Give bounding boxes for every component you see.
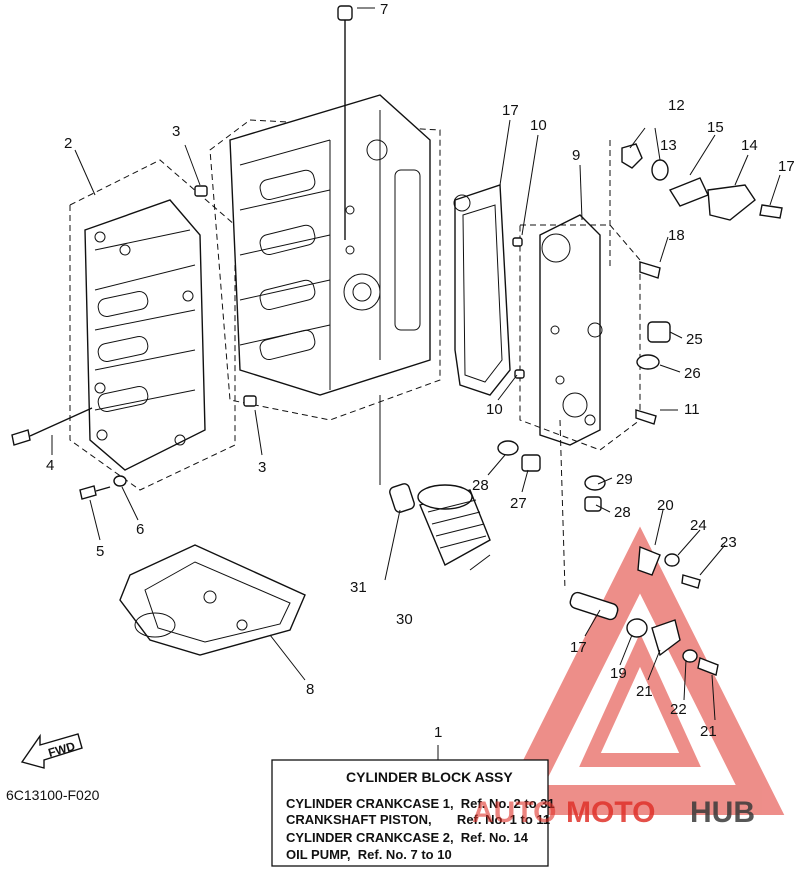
callout-29-left: 28	[472, 477, 489, 494]
callout-10-bottom: 10	[486, 401, 503, 418]
callout-13: 13	[660, 137, 677, 154]
callout-31: 31	[350, 579, 367, 596]
callout-28-right: 28	[614, 504, 631, 521]
oil-filter-part	[389, 483, 491, 566]
leader-lines	[51, 7, 781, 760]
callout-10-top: 10	[530, 117, 547, 134]
fwd-arrow-icon: FWD	[20, 733, 83, 769]
callout-11: 11	[684, 401, 700, 418]
callout-30: 30	[396, 611, 413, 628]
gasket-16-part	[453, 184, 511, 396]
diagram-code: 6C13100-F020	[6, 787, 100, 803]
watermark-hub: HUB	[690, 796, 755, 829]
small-fittings-28-29-part	[497, 440, 606, 512]
callout-7: 7	[380, 1, 388, 18]
oil-pump-cover-part	[519, 214, 641, 451]
callout-26: 25	[686, 331, 703, 348]
callout-25: 24	[690, 517, 707, 534]
watermark-text: AUTO MOTO HUB	[472, 796, 755, 829]
callout-16: 17	[502, 102, 519, 119]
legend-line-4: OIL PUMP, Ref. No. 7 to 10	[286, 847, 452, 862]
callout-8: 8	[306, 681, 314, 698]
fitting-12-part	[621, 143, 783, 279]
callout-21: 20	[657, 497, 674, 514]
callout-3-top: 3	[172, 123, 180, 140]
callout-24: 23	[720, 534, 737, 551]
callout-17-left: 18	[668, 227, 685, 244]
callout-15: 15	[707, 119, 724, 136]
callout-1: 1	[434, 724, 442, 741]
callout-27: 26	[684, 365, 701, 382]
callout-17-right: 17	[778, 158, 795, 175]
oil-strainer-parts	[569, 545, 719, 676]
callout-labels: 7 2 3 3 4 5 6 8 17 10 9 10 11 12 13 15 1…	[46, 1, 795, 741]
callout-18: 17	[570, 639, 587, 656]
callout-4: 4	[46, 457, 54, 474]
callout-3-bottom: 3	[258, 459, 266, 476]
callout-29-right: 29	[616, 471, 633, 488]
callout-14: 14	[741, 137, 758, 154]
callout-12: 12	[668, 97, 685, 114]
bolts-pins-part	[11, 5, 525, 500]
callout-9: 9	[572, 147, 580, 164]
callout-5: 5	[96, 543, 104, 560]
watermark-logo	[495, 526, 785, 815]
callout-23: 22	[670, 701, 687, 718]
drain-plug-26-part	[635, 321, 671, 425]
callout-19: 19	[610, 665, 627, 682]
callout-2: 2	[64, 135, 72, 152]
watermark-moto: MOTO	[566, 796, 655, 829]
legend-title: CYLINDER BLOCK ASSY	[346, 769, 513, 785]
callout-20: 21	[636, 683, 653, 700]
legend-line-3: CYLINDER CRANKCASE 2, Ref. No. 14	[286, 830, 529, 845]
callout-28-left: 27	[510, 495, 527, 512]
cylinder-block-part	[209, 94, 441, 421]
oil-pan-gasket-part	[119, 544, 306, 656]
legend-line-1: CYLINDER CRANKCASE 1, Ref. No. 2 to 31	[286, 796, 555, 811]
callout-22: 21	[700, 723, 717, 740]
legend-line-2: CRANKSHAFT PISTON, Ref. No. 1 to 11	[286, 812, 550, 827]
watermark-auto: AUTO	[472, 796, 556, 829]
legend-box: CYLINDER BLOCK ASSY CYLINDER CRANKCASE 1…	[271, 759, 555, 867]
crankcase-2-part	[69, 159, 236, 491]
callout-6: 6	[136, 521, 144, 538]
